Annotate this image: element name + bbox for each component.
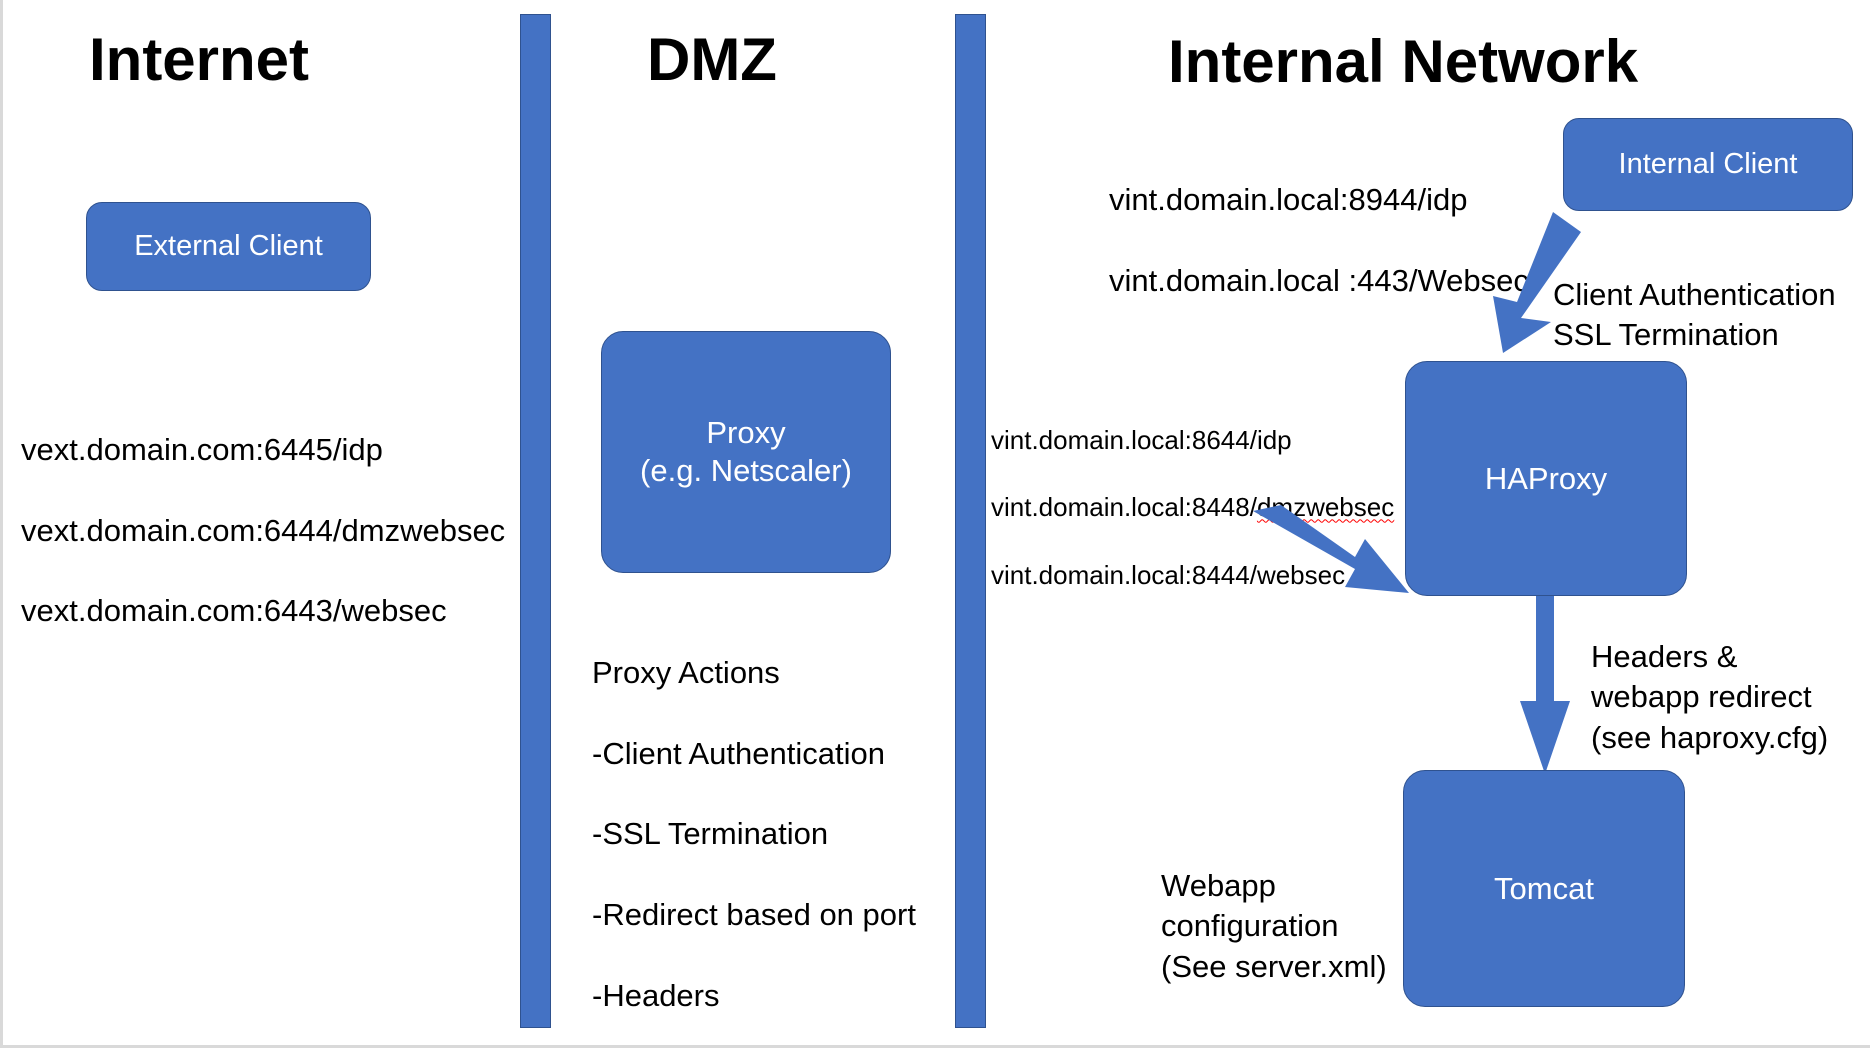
arrow-endpoints-to-haproxy <box>1253 505 1409 593</box>
annotation-client-authentication: Client Authentication SSL Termination <box>1553 277 1836 353</box>
external-endpoint-url-2: vext.domain.com:6444/dmzwebsec <box>21 512 506 548</box>
proxy-actions-heading: Proxy Actions <box>592 655 780 691</box>
haproxy-url-3: vint.domain.local:8444/websec <box>991 559 1346 590</box>
node-haproxy[interactable]: HAProxy <box>1405 361 1687 596</box>
arrow-internal-client-to-haproxy <box>1493 212 1581 353</box>
proxy-action-item-4: -Headers <box>592 977 720 1013</box>
node-tomcat[interactable]: Tomcat <box>1403 770 1685 1007</box>
external-endpoint-urls: vext.domain.com:6445/idp vext.domain.com… <box>21 390 505 672</box>
zone-title-internal-network: Internal Network <box>1168 28 1639 95</box>
external-endpoint-url-3: vext.domain.com:6443/websec <box>21 593 447 629</box>
node-proxy[interactable]: Proxy (e.g. Netscaler) <box>601 331 891 573</box>
zone-title-dmz: DMZ <box>647 26 777 93</box>
annotation-headers-webapp-redirect: Headers & webapp redirect (see haproxy.c… <box>1591 639 1829 755</box>
zone-divider-dmz-internal <box>955 14 986 1028</box>
internal-client-url-2: vint.domain.local :443/Websec <box>1109 262 1529 298</box>
zone-divider-internet-dmz <box>520 14 551 1028</box>
internal-client-url-1: vint.domain.local:8944/idp <box>1109 182 1468 218</box>
node-internal-client[interactable]: Internal Client <box>1563 118 1853 211</box>
haproxy-url-2: vint.domain.local:8448/dmzwebsec <box>991 491 1394 525</box>
proxy-actions-block: Proxy Actions -Client Authentication -SS… <box>592 613 916 1045</box>
haproxy-endpoint-urls: vint.domain.local:8644/idp vint.domain.l… <box>991 390 1394 627</box>
zone-title-internet: Internet <box>89 26 310 93</box>
haproxy-url-1: vint.domain.local:8644/idp <box>991 424 1292 455</box>
annotation-webapp-configuration: Webapp configuration (See server.xml) <box>1161 868 1387 984</box>
internal-client-endpoint-urls: vint.domain.local:8944/idp vint.domain.l… <box>1109 140 1529 341</box>
arrow-haproxy-to-tomcat <box>1520 596 1570 774</box>
node-external-client[interactable]: External Client <box>86 202 371 291</box>
proxy-action-item-2: -SSL Termination <box>592 816 829 852</box>
external-endpoint-url-1: vext.domain.com:6445/idp <box>21 432 383 468</box>
proxy-action-item-3: -Redirect based on port <box>592 897 916 933</box>
proxy-action-item-1: -Client Authentication <box>592 735 885 771</box>
haproxy-url-2-prefix: vint.domain.local:8448/ <box>991 492 1257 523</box>
